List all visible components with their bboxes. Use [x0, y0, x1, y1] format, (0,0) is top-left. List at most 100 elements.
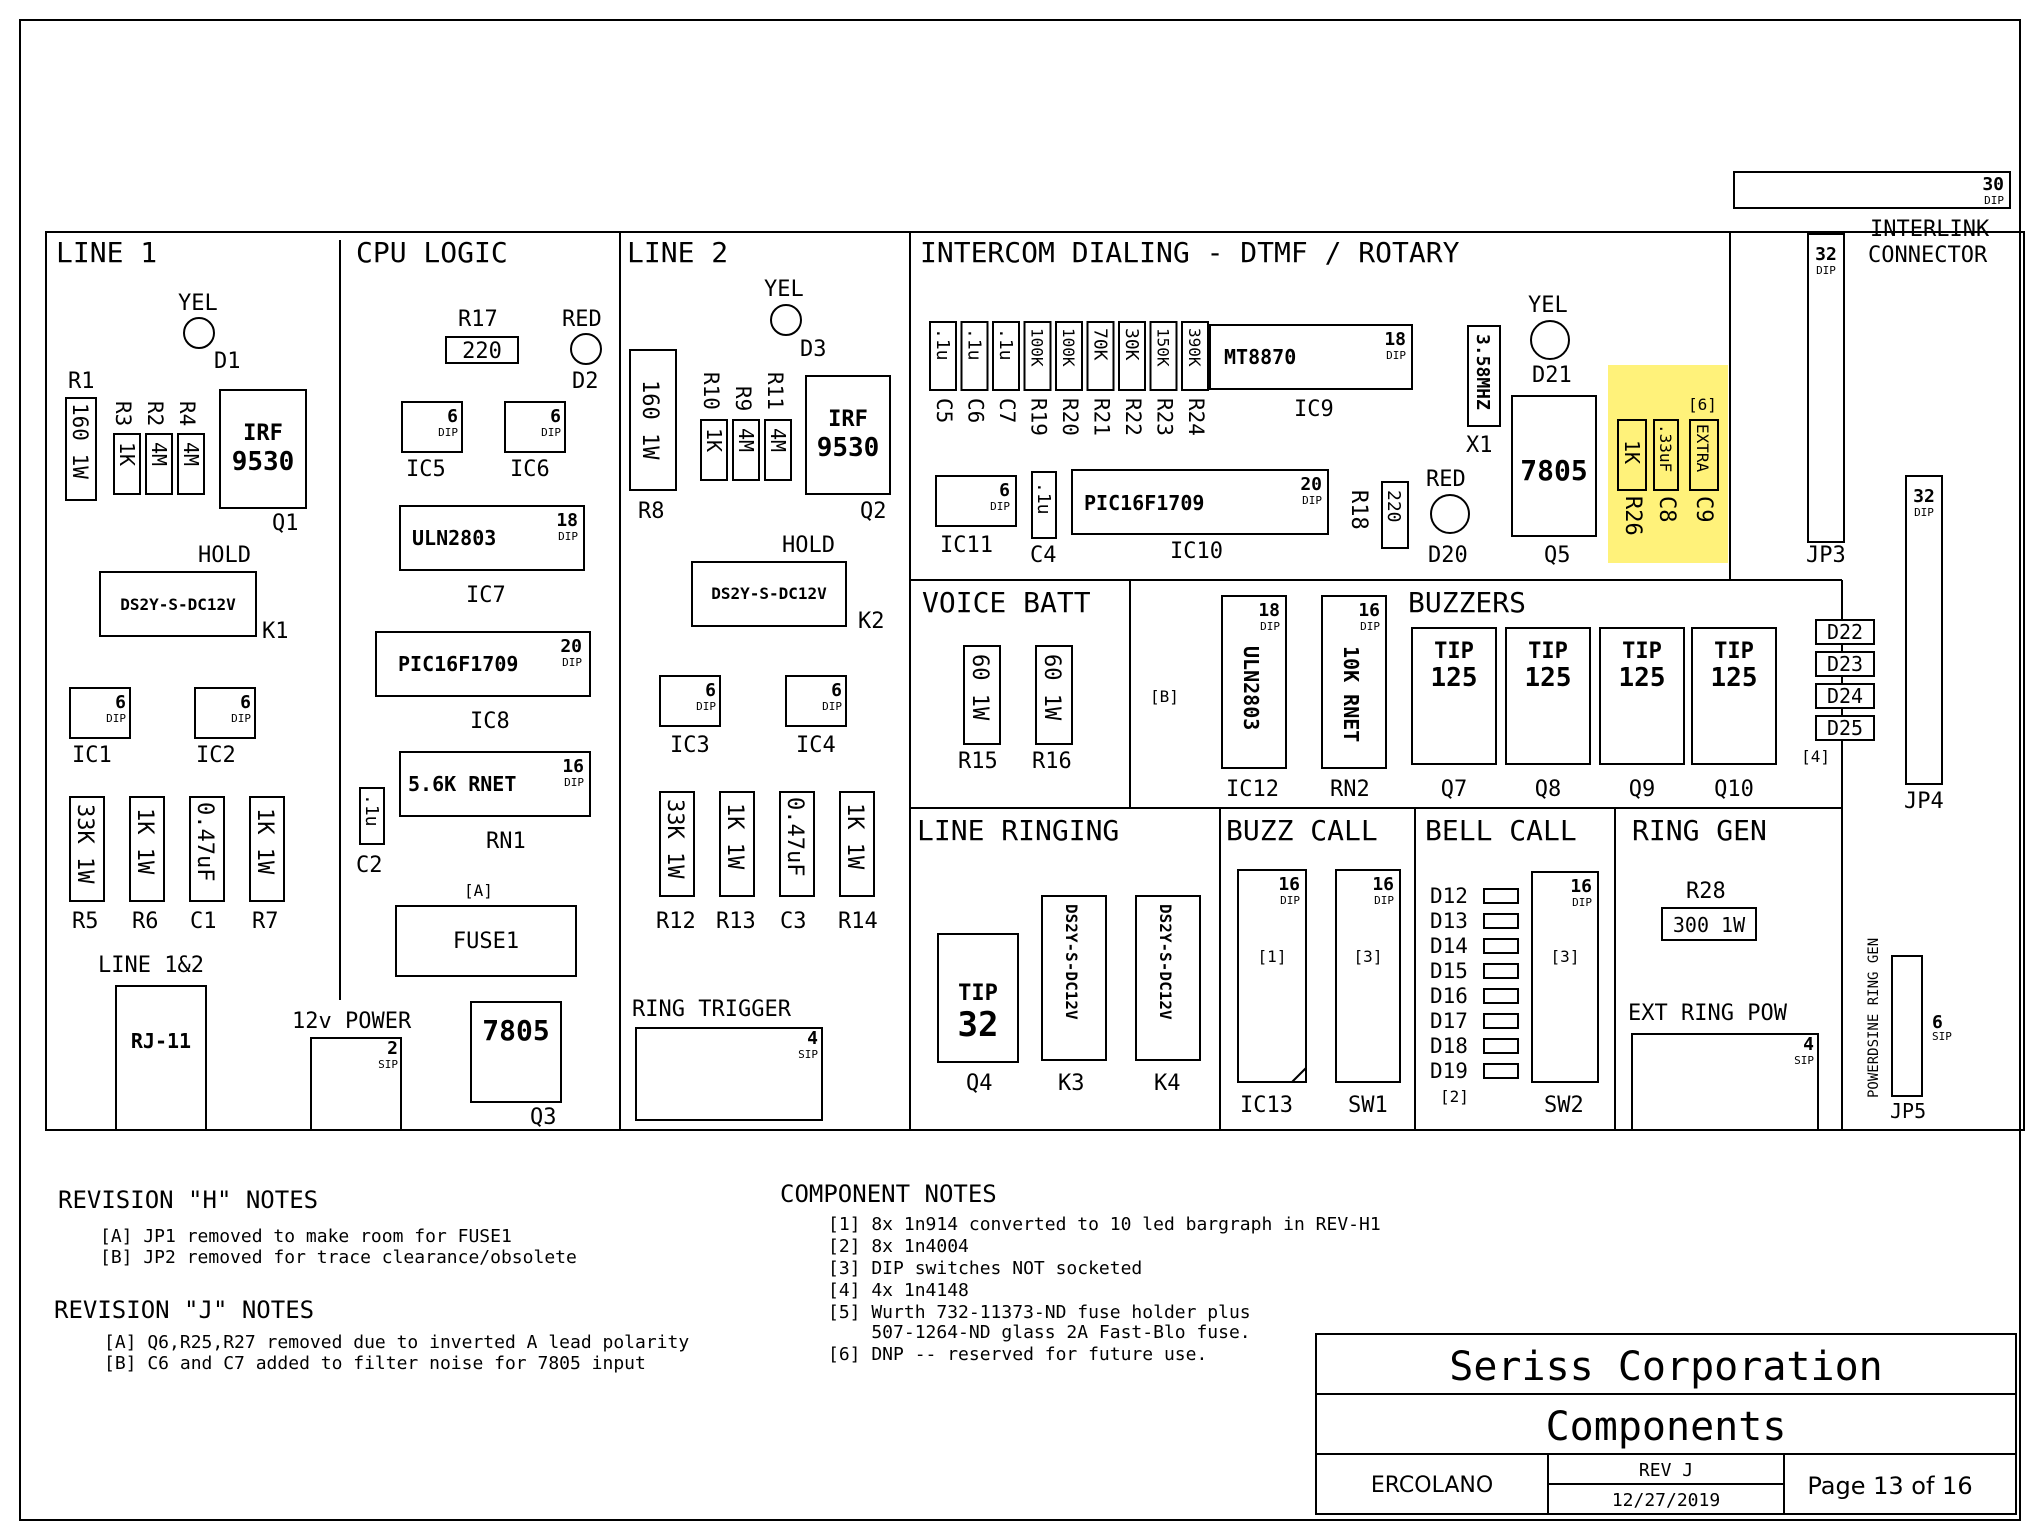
passive-r21	[1086, 321, 1115, 391]
intercom-section: .1uC5.1uC6.1uC7100KR19100KR2070KR2130KR2…	[929, 293, 1719, 568]
q5-part: 7805	[1520, 454, 1587, 487]
k2-part: DS2Y-S-DC12V	[711, 584, 827, 603]
ic11-ref: IC11	[940, 533, 993, 558]
ic6-socket	[504, 401, 566, 453]
ic4-pins: 6	[831, 680, 842, 701]
diode-d17	[1483, 1013, 1519, 1029]
led-d3	[770, 304, 802, 336]
ic11-socket	[935, 475, 1017, 527]
d1-ref: D1	[214, 349, 241, 374]
resistor-r1	[65, 397, 97, 501]
resistor-r15	[963, 645, 1001, 745]
c9-ref: C9	[1691, 496, 1716, 523]
diode-d18	[1483, 1038, 1519, 1054]
tip-part-top: TIP	[1622, 639, 1662, 664]
led-d25	[1815, 715, 1875, 741]
d20-color: RED	[1426, 467, 1466, 492]
jp5-ref: JP5	[1890, 1099, 1926, 1123]
rnet-rn2	[1321, 595, 1387, 769]
jp5-pins: 6	[1932, 1012, 1943, 1033]
c3-ref: C3	[780, 909, 807, 934]
passive-ref: C6	[964, 398, 988, 423]
transistor-q7	[1411, 627, 1497, 765]
resistor-r8	[629, 349, 677, 491]
header-jp3	[1807, 233, 1845, 543]
passive-c7	[992, 321, 1020, 391]
tip-ref: Q8	[1535, 777, 1562, 802]
comp-note-2: [2] 8x 1n4004	[828, 1236, 969, 1257]
diode-d14	[1483, 938, 1519, 954]
k2-ref: K2	[858, 609, 885, 634]
ic3-ref: IC3	[670, 733, 710, 758]
ic3-socket	[659, 675, 721, 727]
dip-switch-sw2	[1531, 871, 1599, 1083]
led-d2	[570, 333, 602, 365]
resistor-r9	[732, 419, 760, 481]
q1-ref: Q1	[272, 511, 299, 536]
r2-ref: R2	[143, 401, 167, 426]
ic9-ref: IC9	[1294, 397, 1334, 422]
section-intercom: INTERCOM DIALING - DTMF / ROTARY	[920, 236, 1460, 269]
ic1-socket	[69, 687, 131, 739]
r13-value: 1K 1W	[722, 803, 747, 870]
ic13-pkg: DIP	[1280, 894, 1300, 907]
ic9-part: MT8870	[1224, 345, 1296, 369]
section-line1: LINE 1	[56, 236, 157, 269]
ic5-socket	[401, 401, 463, 453]
r12-value: 33K 1W	[662, 799, 687, 879]
sw1-pkg: DIP	[1374, 894, 1394, 907]
transistor-q8	[1505, 627, 1591, 765]
led-d22	[1815, 619, 1875, 645]
r8-value: 160 1W	[637, 380, 662, 460]
ic7-socket	[399, 505, 585, 571]
led-d21	[1530, 320, 1570, 360]
ic8-socket	[375, 631, 591, 697]
page-number: Page 13 of 16	[1807, 1472, 1972, 1500]
ic10-socket	[1071, 469, 1329, 535]
capacitor-c3	[779, 791, 815, 897]
passive-c6	[960, 321, 989, 391]
r9-value: 4M	[734, 428, 758, 452]
line2-section: YEL D3 160 1W R8 R10 R9 R11 1K 4M 4M IRF…	[629, 277, 891, 1121]
diode-ref: D14	[1430, 934, 1468, 958]
resistor-r17	[445, 336, 519, 364]
fuse-holder	[395, 905, 577, 977]
ic10-ref: IC10	[1170, 539, 1223, 564]
title-block: Seriss Corporation Components ERCOLANO R…	[1315, 1333, 2017, 1515]
q2-part-bottom: 9530	[817, 433, 880, 463]
ic4-ref: IC4	[796, 733, 836, 758]
jp3-pkg: DIP	[1816, 264, 1836, 277]
tip-part-top: TIP	[1434, 639, 1474, 664]
fuse-note: [A]	[464, 881, 493, 900]
k3-part: DS2Y-S-DC12V	[1062, 904, 1081, 1020]
tip-part-top: TIP	[1714, 639, 1754, 664]
ic12-socket	[1221, 595, 1287, 769]
mosfet-q2	[805, 375, 891, 495]
voice-batt-section: 60 1W 60 1W R15 R16	[958, 645, 1073, 774]
r3-ref: R3	[111, 401, 135, 426]
r18-value: 220	[1383, 490, 1404, 523]
r9-ref: R9	[731, 386, 755, 411]
ic4-pkg: DIP	[822, 700, 842, 713]
ring-trigger-connector	[635, 1027, 823, 1121]
power-pins: 2	[387, 1038, 398, 1059]
buzzers-section: [B] 18 DIP ULN2803 IC12 16 DIP 10K RNET …	[1150, 595, 1875, 802]
rn1-pins: 16	[562, 756, 584, 777]
passive-r23	[1149, 321, 1178, 391]
r6-value: 1K 1W	[132, 808, 157, 875]
q4-part-bottom: 32	[958, 1005, 999, 1045]
connector-rj11	[115, 985, 207, 1131]
diode-ref: D18	[1430, 1034, 1468, 1058]
ic8-ref: IC8	[470, 709, 510, 734]
diode-ref: D12	[1430, 884, 1468, 908]
header-jp5	[1891, 955, 1923, 1097]
ic11-pkg: DIP	[990, 500, 1010, 513]
rev-h-title: REVISION "H" NOTES	[58, 1186, 318, 1214]
c8-ref: C8	[1654, 496, 1679, 523]
ring-trigger-label: RING TRIGGER	[632, 997, 792, 1022]
r17-value: 220	[462, 339, 502, 364]
r14-ref: R14	[838, 909, 878, 934]
sw2-ref: SW2	[1544, 1093, 1584, 1118]
x1-ref: X1	[1466, 433, 1493, 458]
